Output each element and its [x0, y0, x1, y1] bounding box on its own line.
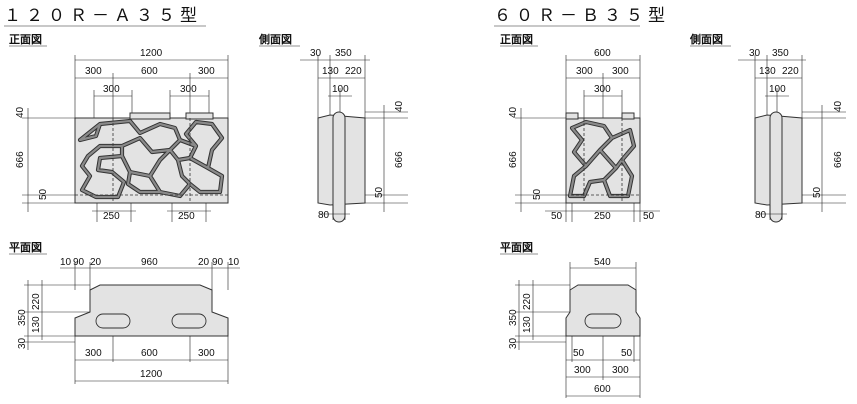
- dim-front-inner: 300: [594, 84, 611, 95]
- dim-front-left: 40: [15, 106, 26, 118]
- dim-side-bottom: 80: [755, 210, 767, 221]
- dim-side-right: 666: [394, 151, 405, 168]
- block-plan-body: [74, 284, 229, 337]
- model-a-side-view: 側面図 30 350 130 220 100 40 666 50: [258, 32, 408, 223]
- dim-plan-top: 540: [594, 257, 611, 268]
- model-b-front-view: 正面図 600 300 300 300: [500, 32, 660, 222]
- dim-front-inner: 300: [180, 84, 197, 95]
- dim-front-left: 50: [38, 188, 49, 200]
- dim-front-bottom: 50: [643, 211, 655, 222]
- dim-front-part: 600: [141, 66, 158, 77]
- dim-side-top: 350: [772, 48, 789, 59]
- dim-front-total: 600: [594, 48, 611, 59]
- dim-plan-top: 10: [60, 257, 72, 268]
- dim-plan-left: 220: [31, 293, 42, 310]
- dim-front-part: 300: [198, 66, 215, 77]
- model-b-side-view: 側面図 30 350 130 220 100 40 666 50: [689, 32, 846, 223]
- dim-plan-top: 960: [141, 257, 158, 268]
- model-a: １２０Ｒ－Ａ３５型 正面図 1200 300 600 300 300 300: [4, 6, 408, 384]
- stone-pattern: [77, 118, 225, 200]
- block-side-groove: [332, 111, 346, 223]
- front-view-label: 正面図: [9, 32, 42, 46]
- dim-side-bottom: 80: [318, 210, 330, 221]
- model-a-title: １２０Ｒ－Ａ３５型: [4, 6, 202, 26]
- dim-plan-bottom: 300: [198, 348, 215, 359]
- dim-plan-left: 30: [508, 337, 519, 349]
- dim-front-bottom: 250: [103, 211, 120, 222]
- dim-plan-top: 90: [212, 257, 224, 268]
- model-a-front-view: 正面図 1200 300 600 300 300 300: [9, 32, 229, 222]
- dim-plan-left: 30: [17, 337, 28, 349]
- dim-front-left: 666: [15, 151, 26, 168]
- model-b: ６０Ｒ－Ｂ３５型 正面図 600 300 300 300: [494, 6, 846, 398]
- plan-view-label: 平面図: [9, 240, 42, 254]
- dim-plan-bottom: 300: [574, 365, 591, 376]
- dim-plan-top: 10: [228, 257, 240, 268]
- dim-side-right: 40: [394, 100, 405, 112]
- dim-side-top: 30: [749, 48, 761, 59]
- dim-front-left: 50: [532, 188, 543, 200]
- dim-plan-left: 350: [17, 309, 28, 326]
- dim-plan-left: 130: [31, 316, 42, 333]
- dim-front-part: 300: [85, 66, 102, 77]
- plan-hole: [95, 313, 131, 329]
- model-b-title: ６０Ｒ－Ｂ３５型: [494, 6, 670, 26]
- dim-plan-top: 20: [90, 257, 102, 268]
- dim-front-bottom: 250: [178, 211, 195, 222]
- dim-front-bottom: 50: [551, 211, 563, 222]
- dim-side-mid: 220: [782, 66, 799, 77]
- dim-plan-total: 1200: [140, 369, 163, 380]
- dim-plan-left: 220: [522, 293, 533, 310]
- dim-front-bottom: 250: [594, 211, 611, 222]
- dim-side-top: 30: [310, 48, 322, 59]
- plan-view-label: 平面図: [500, 240, 533, 254]
- dim-side-right: 666: [833, 151, 844, 168]
- dim-side-mid: 220: [345, 66, 362, 77]
- dim-plan-top: 90: [73, 257, 85, 268]
- plan-hole: [584, 313, 622, 329]
- block-side-groove: [769, 111, 783, 223]
- front-view-label: 正面図: [500, 32, 533, 46]
- dim-plan-bottom: 600: [141, 348, 158, 359]
- dim-front-part: 300: [612, 66, 629, 77]
- dim-front-left: 666: [508, 151, 519, 168]
- dim-plan-bottom: 300: [612, 365, 629, 376]
- model-b-plan-view: 平面図 540 350 130 220 30 50 50: [500, 240, 641, 398]
- side-view-label: 側面図: [258, 32, 292, 46]
- dim-side-mid: 130: [322, 66, 339, 77]
- dim-plan-left: 350: [508, 309, 519, 326]
- side-view-label: 側面図: [689, 32, 723, 46]
- dim-side-right: 40: [833, 100, 844, 112]
- plan-hole: [171, 313, 207, 329]
- dim-plan-small: 50: [621, 348, 633, 359]
- dim-side-right: 50: [812, 186, 823, 198]
- dim-front-total: 1200: [140, 48, 163, 59]
- dim-side-inner: 100: [332, 84, 349, 95]
- dim-plan-small: 50: [573, 348, 585, 359]
- model-a-plan-view: 平面図 10 90 20 960 20 90 10 350 130 2: [9, 240, 240, 384]
- dim-front-inner: 300: [103, 84, 120, 95]
- dim-side-mid: 130: [759, 66, 776, 77]
- dim-plan-bottom: 300: [85, 348, 102, 359]
- stone-pattern: [567, 119, 637, 199]
- dim-side-right: 50: [374, 186, 385, 198]
- dim-front-left: 40: [508, 106, 519, 118]
- dim-plan-left: 130: [522, 316, 533, 333]
- dim-front-part: 300: [576, 66, 593, 77]
- dim-plan-top: 20: [198, 257, 210, 268]
- dim-side-inner: 100: [769, 84, 786, 95]
- block-plan-body: [565, 284, 641, 337]
- dim-plan-total: 600: [594, 384, 611, 395]
- dim-side-top: 350: [335, 48, 352, 59]
